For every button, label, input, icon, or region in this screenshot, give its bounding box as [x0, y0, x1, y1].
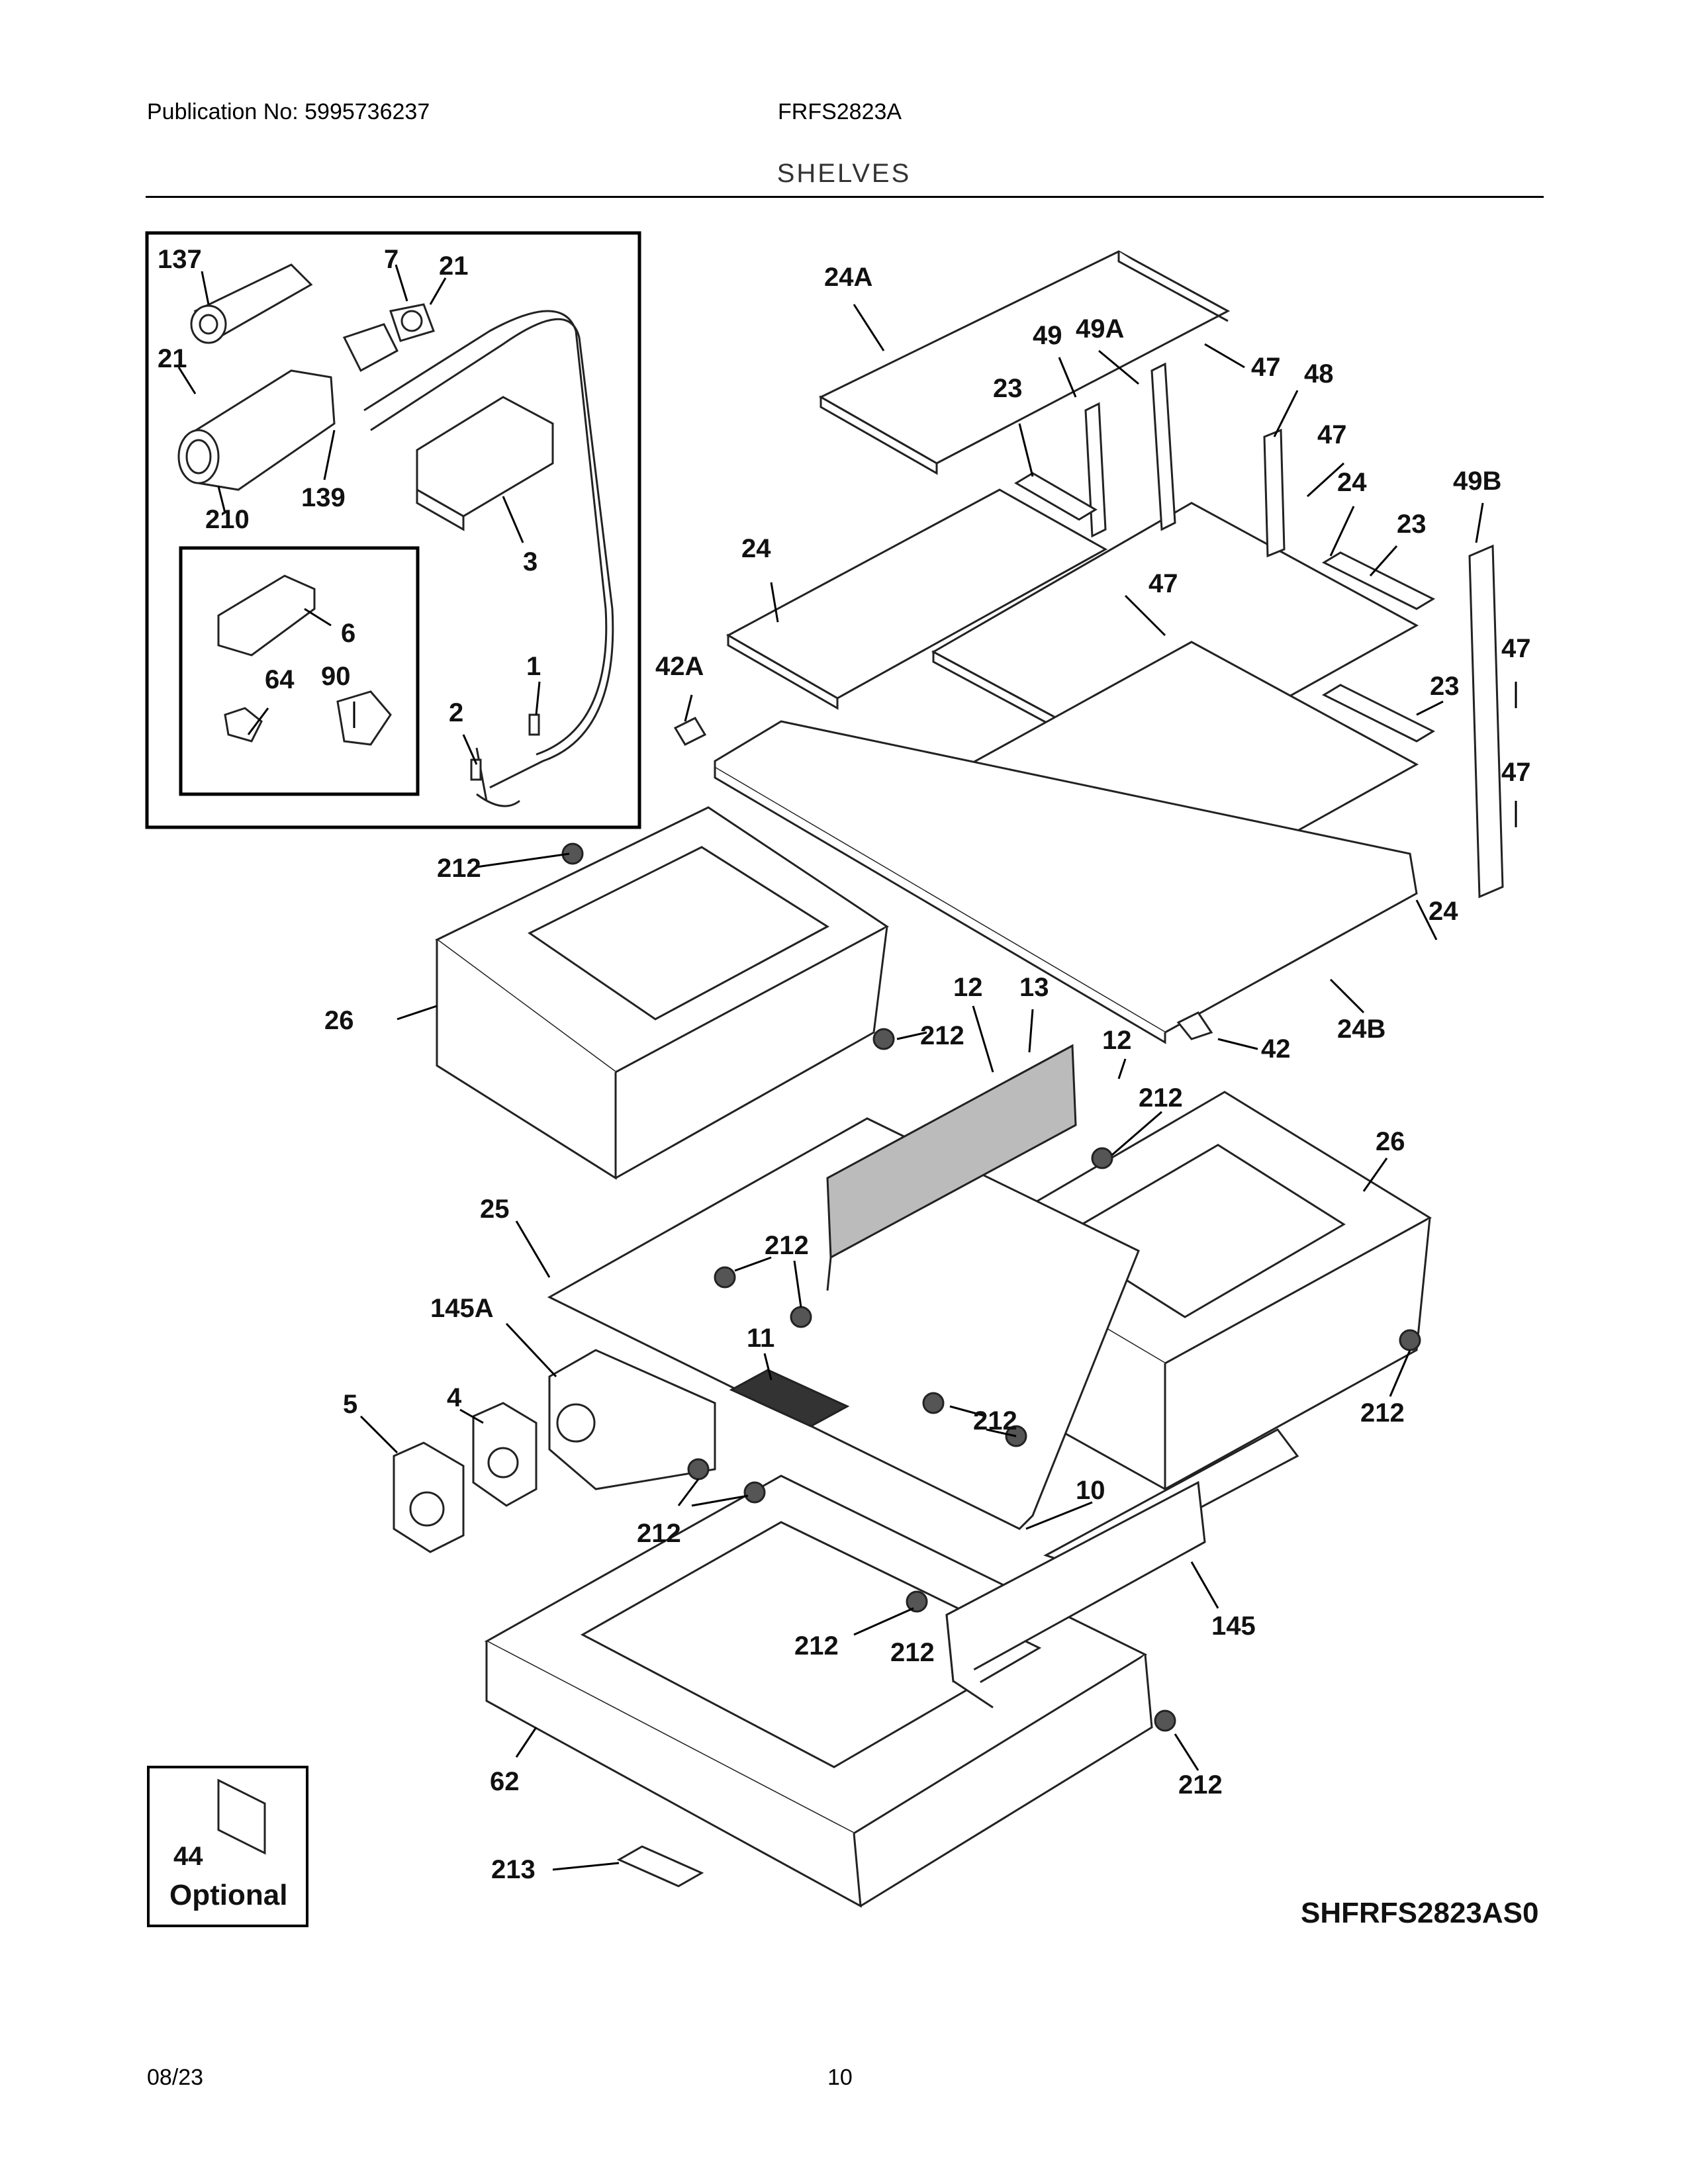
drawer-cover-25 — [547, 1117, 1140, 1530]
filter-housing — [177, 369, 336, 491]
label-4: 4 — [447, 1383, 462, 1412]
label-212-f: 212 — [973, 1406, 1017, 1435]
humidity-panel-13 — [826, 1044, 1077, 1291]
crisper-drawer-left — [435, 806, 889, 1180]
label-6: 6 — [341, 619, 355, 648]
label-212-h: 212 — [794, 1631, 839, 1661]
label-62: 62 — [490, 1767, 520, 1796]
label-24-r: 24 — [1337, 468, 1367, 497]
label-24-left: 24 — [741, 534, 771, 563]
inset-parts — [217, 574, 392, 746]
rollers-212 — [561, 842, 1421, 1732]
tray-11 — [729, 1369, 850, 1428]
label-210: 210 — [205, 505, 250, 534]
label-212-b: 212 — [920, 1021, 964, 1050]
filter-parts-drawing — [177, 263, 614, 807]
clips-42 — [673, 717, 1213, 1040]
clip-213 — [616, 1845, 704, 1888]
label-47-b: 47 — [1317, 420, 1347, 449]
leader-lines — [177, 264, 1517, 1871]
label-212-g: 212 — [637, 1519, 681, 1548]
footer-date: 08/23 — [147, 2065, 204, 2090]
label-42A: 42A — [655, 652, 704, 681]
label-11: 11 — [747, 1324, 774, 1353]
label-42: 42 — [1261, 1034, 1291, 1064]
rail-49 — [1084, 362, 1286, 558]
label-212-i: 212 — [1178, 1770, 1223, 1799]
label-47-d: 47 — [1501, 634, 1531, 663]
filter-bracket — [416, 396, 554, 531]
label-21-top: 21 — [439, 251, 469, 281]
label-145: 145 — [1211, 1612, 1256, 1641]
label-26-right: 26 — [1376, 1127, 1405, 1156]
label-212-j: 212 — [890, 1638, 935, 1667]
label-47-e: 47 — [1501, 758, 1531, 787]
optional-part-box: 44 Optional — [147, 1766, 308, 1927]
label-13: 13 — [1019, 973, 1049, 1002]
label-26-left: 26 — [324, 1006, 354, 1035]
label-48: 48 — [1304, 359, 1334, 388]
label-139: 139 — [301, 483, 346, 512]
label-212-e: 212 — [1360, 1398, 1405, 1428]
tubing — [363, 310, 614, 807]
label-25: 25 — [480, 1195, 510, 1224]
label-24-low: 24 — [1429, 897, 1458, 926]
page-number: 10 — [827, 2065, 853, 2090]
label-1: 1 — [526, 652, 541, 681]
label-49A: 49A — [1076, 314, 1124, 343]
label-24B: 24B — [1337, 1015, 1385, 1044]
label-7: 7 — [384, 245, 399, 274]
shelf-drawing — [673, 250, 1504, 1044]
label-44: 44 — [173, 1842, 203, 1871]
label-10: 10 — [1076, 1476, 1105, 1505]
fan-housing-145A — [548, 1349, 716, 1490]
label-64: 64 — [265, 665, 295, 694]
label-23-mid: 23 — [1397, 510, 1427, 539]
label-47-a: 47 — [1251, 353, 1281, 382]
shelf-24B — [714, 720, 1418, 1044]
drawer-drawing — [393, 806, 1432, 1908]
filter-inset-box — [145, 231, 641, 829]
label-12-a: 12 — [953, 973, 983, 1002]
label-212-a: 212 — [437, 854, 481, 883]
label-2: 2 — [449, 698, 463, 727]
label-21-left: 21 — [158, 344, 187, 373]
model-number: FRFS2823A — [778, 99, 902, 124]
label-212-c: 212 — [1139, 1083, 1183, 1113]
label-23-top: 23 — [993, 374, 1023, 403]
label-23-low: 23 — [1430, 672, 1460, 701]
shelf-24-left — [726, 488, 1108, 710]
label-49: 49 — [1033, 321, 1062, 350]
rail-49B — [1468, 544, 1504, 899]
label-47-c: 47 — [1149, 569, 1178, 598]
label-12-b: 12 — [1102, 1026, 1132, 1055]
label-145A: 145A — [430, 1294, 494, 1323]
diagram-code: SHFRFS2823AS0 — [1301, 1897, 1538, 1929]
pantry-drawer-62 — [484, 1475, 1153, 1908]
valve-body — [342, 303, 435, 373]
rail-145 — [945, 1428, 1299, 1709]
tube-ends — [470, 713, 540, 801]
label-5: 5 — [343, 1390, 357, 1419]
part-labels: 137 7 21 21 210 139 3 6 64 90 2 1 24A 49… — [158, 245, 1531, 1884]
label-3: 3 — [523, 547, 538, 576]
shelf-24A — [818, 250, 1231, 475]
label-212-d: 212 — [765, 1231, 809, 1260]
water-filter-cartridge — [190, 263, 313, 344]
header-rule — [146, 196, 1544, 198]
label-213: 213 — [491, 1855, 536, 1884]
publication-number: Publication No: 5995736237 — [147, 99, 430, 124]
label-49B: 49B — [1453, 467, 1501, 496]
label-137: 137 — [158, 245, 202, 274]
brackets-23 — [1014, 472, 1436, 743]
section-title: SHELVES — [776, 159, 912, 188]
label-90: 90 — [321, 662, 351, 691]
label-24A: 24A — [824, 263, 872, 292]
covers-4-5 — [393, 1402, 538, 1553]
optional-text: Optional — [169, 1879, 287, 1911]
